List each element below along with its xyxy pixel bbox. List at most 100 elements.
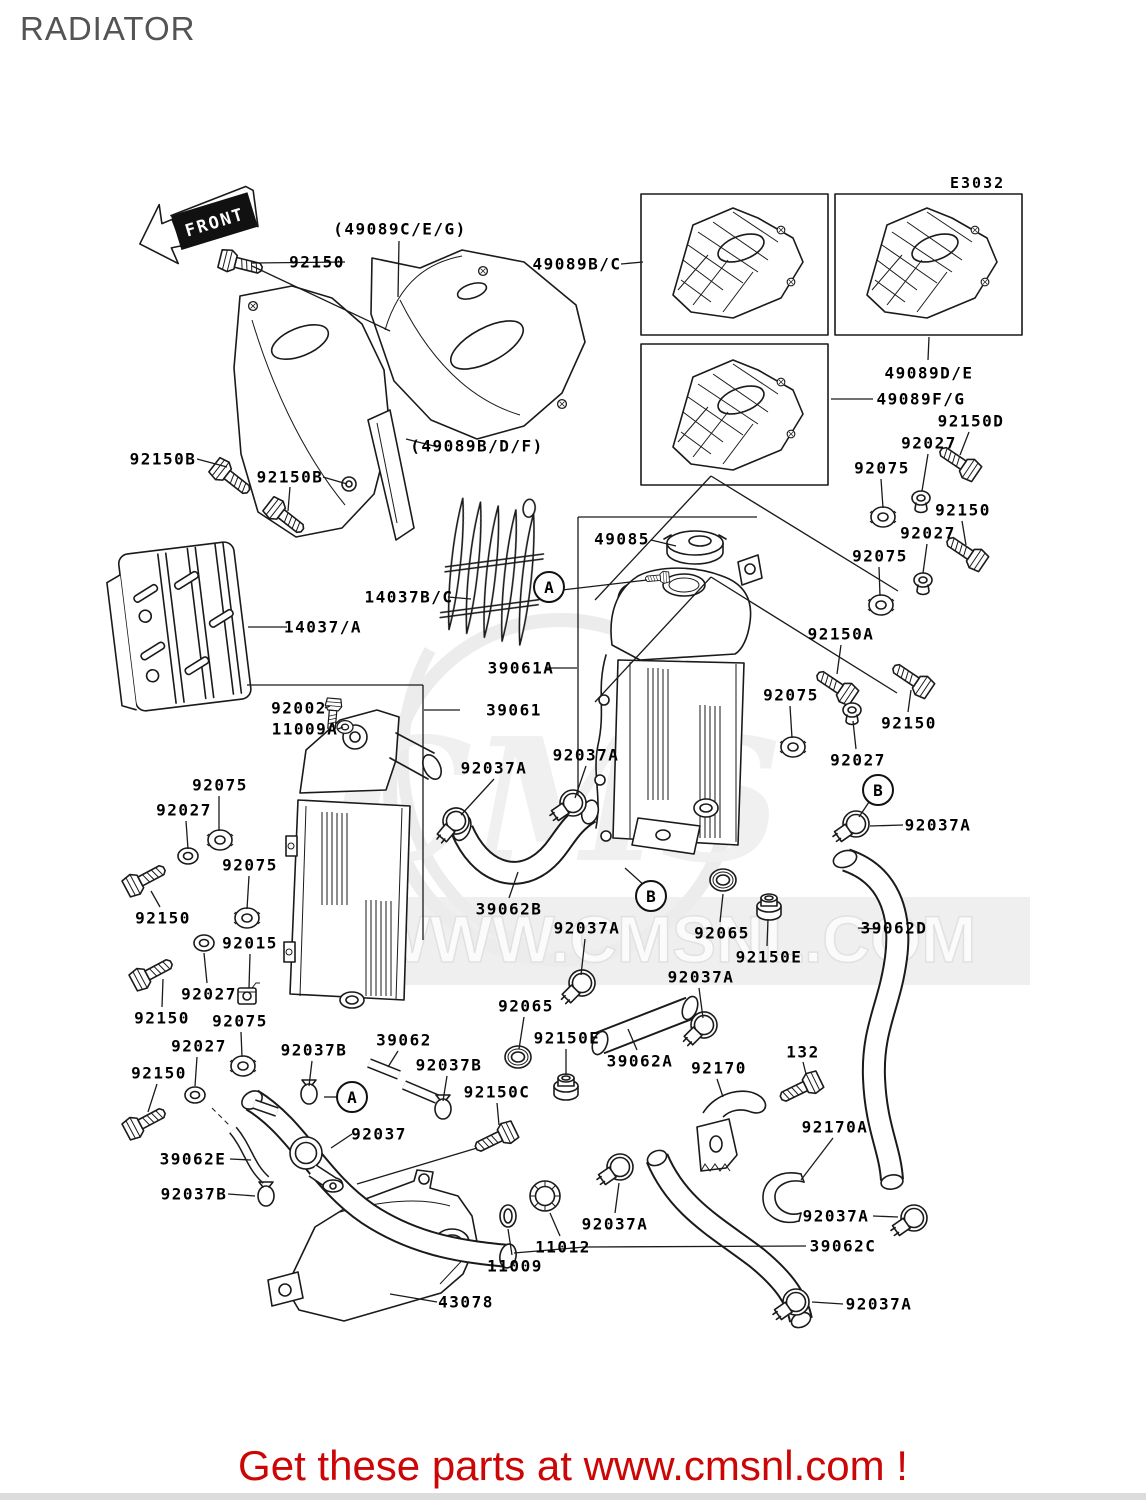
part-label: 39062C xyxy=(809,1236,877,1256)
grommet-92075 xyxy=(206,829,234,851)
fitting-92150e xyxy=(756,893,782,921)
part-label: 39062E xyxy=(159,1149,227,1169)
part-label: 92150 xyxy=(935,500,991,520)
washer-92027 xyxy=(177,847,199,865)
part-label: 92037A xyxy=(552,745,620,765)
bolt-92150 xyxy=(120,1101,171,1143)
part-label: 11012 xyxy=(535,1237,591,1257)
part-label: 11009 xyxy=(487,1256,543,1276)
part-label: 92037A xyxy=(460,758,528,778)
part-label: 92150A xyxy=(807,624,875,644)
part-label: 92075 xyxy=(854,458,910,478)
bottom-bar xyxy=(0,1493,1146,1500)
part-label: 92027 xyxy=(830,750,886,770)
part-label: 92002 xyxy=(271,698,327,718)
boxed-panel-2 xyxy=(834,193,1023,336)
part-label: 92027 xyxy=(901,433,957,453)
part-label: 92075 xyxy=(192,775,248,795)
bolt-92150a xyxy=(811,664,861,709)
part-label: 92150 xyxy=(289,252,345,272)
part-label: 92150E xyxy=(735,947,803,967)
bolt-132 xyxy=(775,1068,826,1109)
part-label: 92037 xyxy=(351,1124,407,1144)
part-label: 92037A xyxy=(667,967,735,987)
side-panel-rear xyxy=(233,285,415,541)
tubes-39062 xyxy=(367,1058,439,1104)
part-label: 39062A xyxy=(606,1051,674,1071)
washer-92027 xyxy=(184,1086,206,1104)
washer-92027 xyxy=(193,934,215,952)
part-label: 92170 xyxy=(691,1058,747,1078)
washer-11009a xyxy=(336,719,354,735)
boxed-panel-3 xyxy=(640,343,829,486)
part-label: 92150C xyxy=(463,1082,531,1102)
nut-92027 xyxy=(842,702,862,726)
part-label: 92065 xyxy=(498,996,554,1016)
part-label: 49085 xyxy=(594,529,650,549)
part-label: 92027 xyxy=(156,800,212,820)
part-label: 49089F/G xyxy=(876,389,966,409)
cmsnl-banner-link[interactable]: Get these parts at www.cmsnl.com ! xyxy=(238,1442,908,1489)
tank-cap-11012 xyxy=(529,1180,561,1212)
svg-text:WWW.CMSNL.COM: WWW.CMSNL.COM xyxy=(368,902,977,976)
bolt-92150 xyxy=(887,657,937,702)
part-label: 92037A xyxy=(802,1206,870,1226)
callout-circle: B xyxy=(635,880,667,912)
part-label: 92027 xyxy=(900,523,956,543)
callout-circle: A xyxy=(336,1081,368,1113)
part-label: 92037A xyxy=(845,1294,913,1314)
part-label: 92027 xyxy=(181,984,237,1004)
oring-11009 xyxy=(499,1204,517,1228)
bolt-92150 xyxy=(216,247,266,281)
part-label: 92170A xyxy=(801,1117,869,1137)
part-label: 92075 xyxy=(222,855,278,875)
hose-39062d xyxy=(832,848,910,1190)
part-label: 92037B xyxy=(160,1184,228,1204)
part-label: 92037B xyxy=(280,1040,348,1060)
nut-92027 xyxy=(913,572,933,596)
part-label: 92150 xyxy=(135,908,191,928)
part-label: 92015 xyxy=(222,933,278,953)
part-label: 92037A xyxy=(553,918,621,938)
part-label: 14037B/C xyxy=(364,587,454,607)
damper-92065 xyxy=(709,868,737,892)
part-label: 39062 xyxy=(376,1030,432,1050)
part-label: 14037/A xyxy=(284,617,362,637)
part-label: 92037A xyxy=(581,1214,649,1234)
clamp-92037a xyxy=(888,1204,928,1239)
callout-circle: A xyxy=(533,571,565,603)
bolt-92150 xyxy=(127,952,178,994)
part-label: 39062B xyxy=(475,899,543,919)
part-label: 39062D xyxy=(860,918,928,938)
hose-39062a xyxy=(591,995,699,1056)
bolt-92150 xyxy=(120,858,171,900)
part-label: 92027 xyxy=(171,1036,227,1056)
part-label: 92037B xyxy=(415,1055,483,1075)
callout-circle: B xyxy=(862,774,894,806)
part-label: 92150 xyxy=(131,1063,187,1083)
part-label: 43078 xyxy=(438,1292,494,1312)
part-label: 49089B/C xyxy=(532,254,622,274)
part-label: 11009A xyxy=(271,719,339,739)
grommet-92075 xyxy=(869,506,897,528)
bolt-92150c xyxy=(470,1118,521,1159)
clamp-92037a xyxy=(830,810,870,845)
part-label: 92150 xyxy=(881,713,937,733)
fitting-92150e xyxy=(553,1073,579,1101)
part-label: 92075 xyxy=(212,1011,268,1031)
page-title: RADIATOR xyxy=(20,10,196,47)
bracket-92170 xyxy=(696,1090,767,1172)
nut-92027 xyxy=(911,490,931,514)
part-label: 92150E xyxy=(533,1028,601,1048)
part-label: 92075 xyxy=(763,685,819,705)
grommet-92075 xyxy=(867,594,895,616)
leader-lines xyxy=(147,240,970,1305)
part-label: 92065 xyxy=(694,923,750,943)
part-label: 92150 xyxy=(134,1008,190,1028)
radiator-grill xyxy=(439,497,545,646)
radiator-cap xyxy=(663,530,727,565)
grommet-92075 xyxy=(233,907,261,929)
diagram-code: E3032 xyxy=(950,174,1006,192)
side-panel-front xyxy=(370,249,586,440)
